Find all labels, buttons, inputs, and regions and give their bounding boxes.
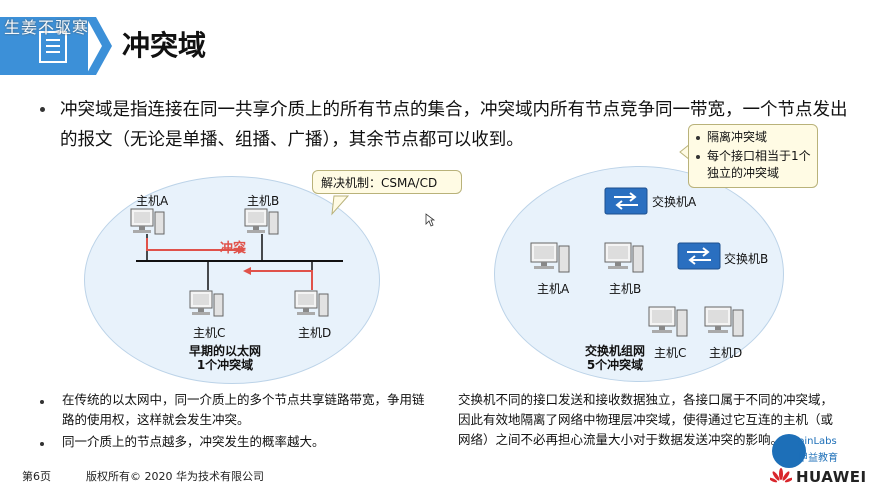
- bullet-dot: [40, 107, 45, 112]
- computer-icon: [189, 290, 224, 317]
- host-a-label: 主机A: [537, 282, 570, 296]
- copyright: 版权所有© 2020 华为技术有限公司: [86, 470, 264, 483]
- computer-icon: [648, 306, 688, 337]
- switch-b-label: 交换机B: [724, 252, 769, 266]
- header-chevron: [86, 17, 112, 75]
- switch-icon: [677, 242, 721, 270]
- computer-icon: [604, 242, 644, 273]
- left-note-1: 在传统的以太网中，同一介质上的多个节点共享链路带宽，争用链路的使用权，这样就会发…: [62, 392, 425, 427]
- left-note-2: 同一介质上的节点越多，冲突发生的概率越大。: [62, 434, 325, 449]
- host-c-label: 主机C: [654, 346, 687, 360]
- mouse-cursor-icon: [425, 213, 435, 227]
- bullet-dot: [696, 136, 700, 140]
- left-caption-line2: 1个冲突域: [196, 358, 254, 372]
- computer-icon: [704, 306, 744, 337]
- partner-subtitle: 甲益教育: [798, 453, 838, 464]
- partner-logo: [772, 434, 806, 468]
- bullet-dot: [40, 400, 44, 404]
- isolation-callout: 隔离冲突域 每个接口相当于1个独立的冲突域: [688, 124, 818, 188]
- right-caption-line2: 5个冲突域: [586, 358, 644, 372]
- huawei-wordmark: HUAWEI: [796, 468, 867, 486]
- switch-icon: [604, 187, 648, 215]
- right-note: 交换机不同的接口发送和接收数据独立，各接口属于不同的冲突域，因此有效地隔离了网络…: [458, 392, 834, 447]
- host-b-label: 主机B: [609, 282, 642, 296]
- host-a-label: 主机A: [136, 194, 169, 208]
- left-caption-line1: 早期的以太网: [188, 344, 261, 358]
- computer-icon: [244, 208, 279, 235]
- csma-callout: 解决机制：CSMA/CD: [312, 170, 462, 194]
- page-title: 冲突域: [122, 29, 207, 62]
- host-b-label: 主机B: [247, 194, 280, 208]
- right-caption-line1: 交换机组网: [584, 344, 645, 358]
- callout-item: 隔离冲突域: [695, 129, 811, 146]
- switch-a-label: 交换机A: [652, 195, 697, 209]
- main-bullet-text: 冲突域是指连接在同一共享介质上的所有节点的集合，冲突域内所有节点竞争同一带宽，一…: [60, 100, 848, 150]
- watermark: 生姜不驱寒: [4, 18, 90, 37]
- document-icon: [39, 31, 67, 63]
- host-d-label: 主机D: [298, 326, 332, 340]
- header-accent-block: [0, 17, 88, 75]
- callout-item-text: 每个接口相当于1个独立的冲突域: [707, 149, 811, 180]
- page-number: 第6页: [22, 470, 51, 483]
- bullet-dot: [696, 155, 700, 159]
- bullet-dot: [40, 442, 44, 446]
- host-d-label: 主机D: [709, 346, 743, 360]
- partner-name: pinLabs: [798, 436, 837, 447]
- host-c-label: 主机C: [193, 326, 226, 340]
- computer-icon: [130, 208, 165, 235]
- callout-item-text: 隔离冲突域: [707, 130, 768, 144]
- huawei-logo-icon: [770, 468, 792, 483]
- callout-item: 每个接口相当于1个独立的冲突域: [695, 148, 811, 182]
- computer-icon: [294, 290, 329, 317]
- collision-label: 冲突: [220, 241, 247, 256]
- computer-icon: [530, 242, 570, 273]
